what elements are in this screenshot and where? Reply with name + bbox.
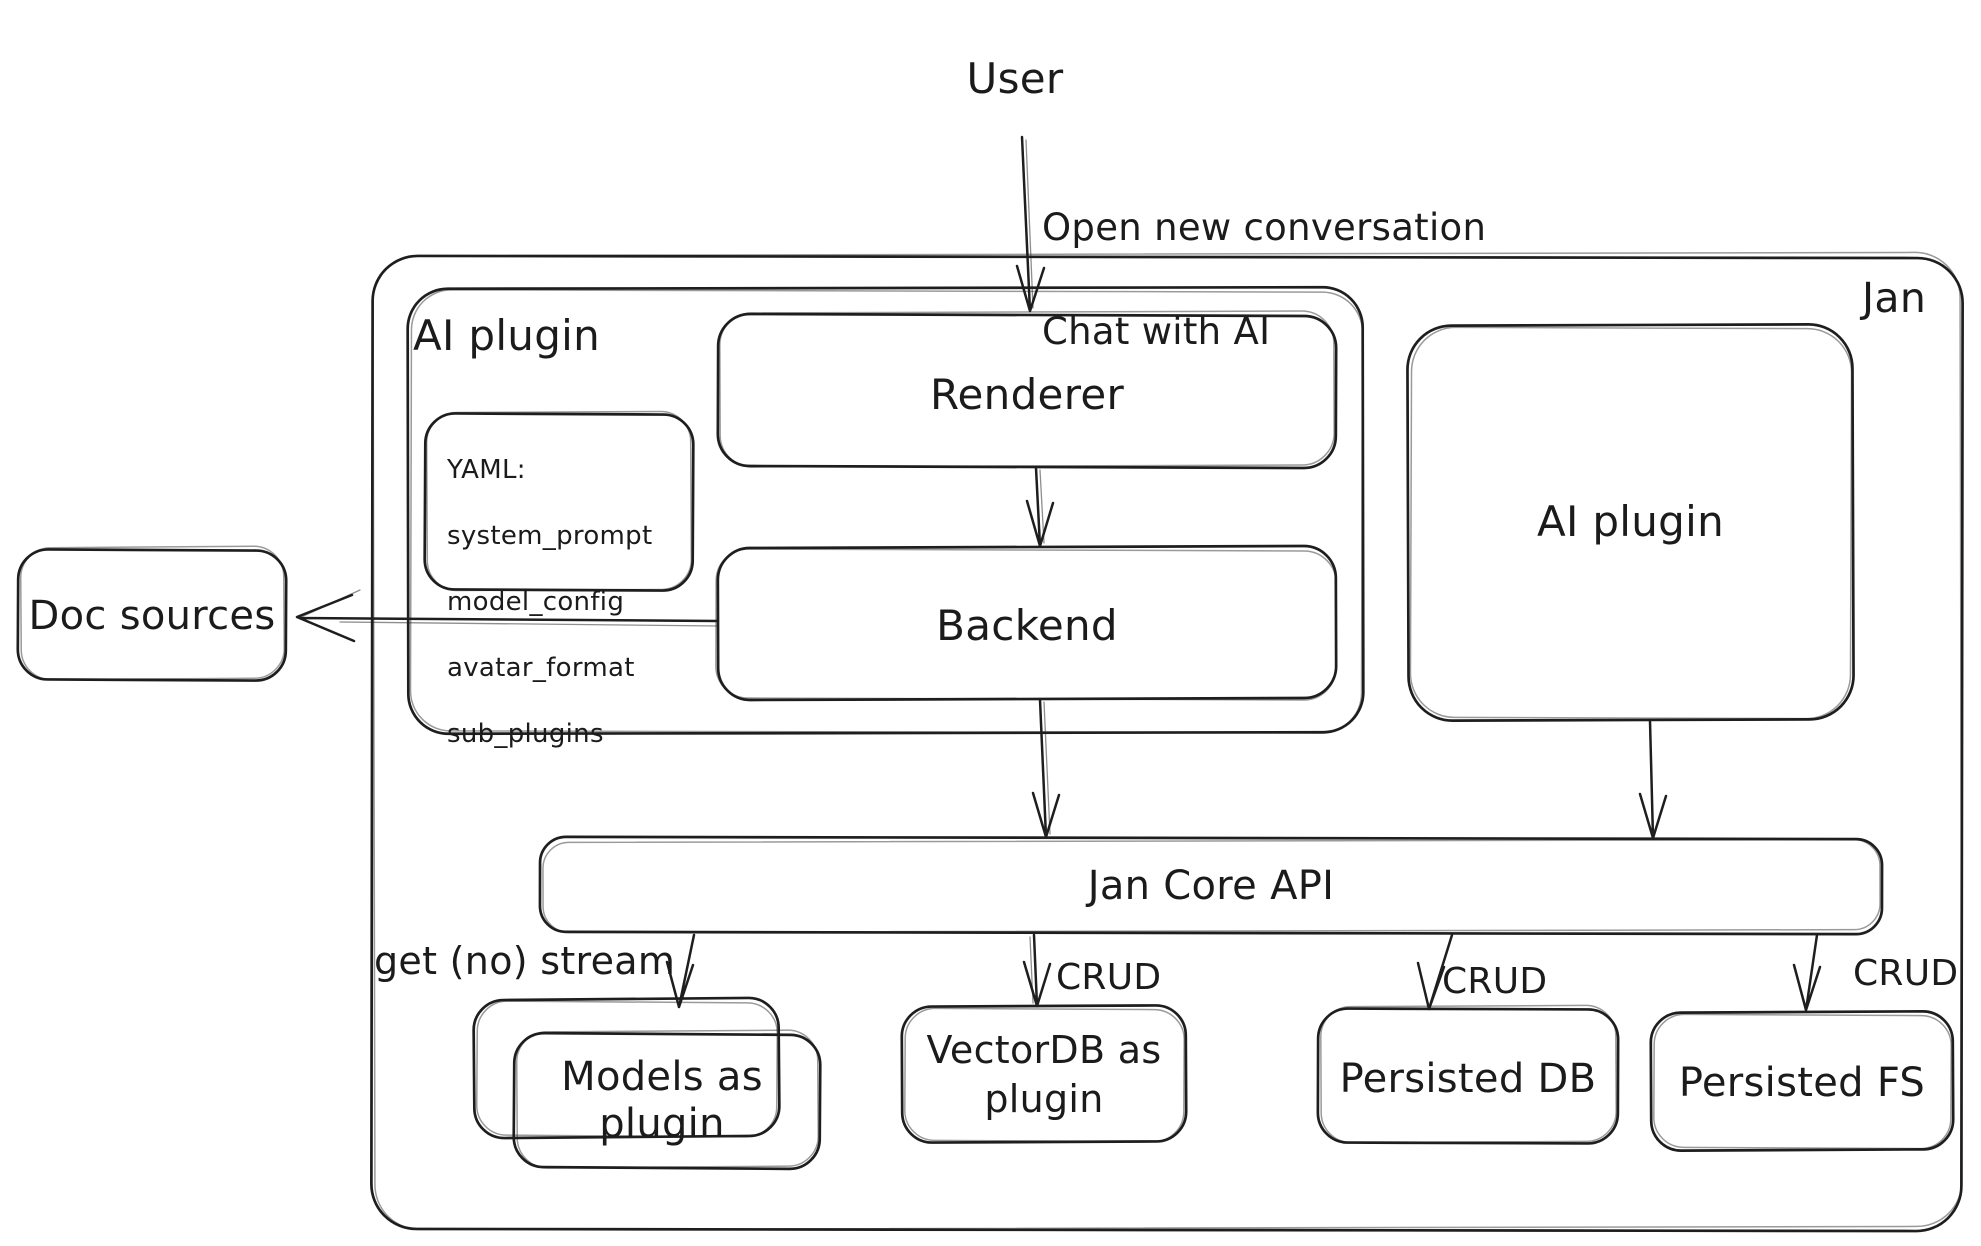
persisted-fs-box-outline [1649,1010,1955,1152]
get-no-stream-edge-label: get (no) stream [374,939,676,983]
models-box-front-outline-double [515,1029,819,1169]
persisted-db-box-outline-double [1320,1004,1617,1144]
yaml-note-text: YAML: system_prompt model_config avatar_… [447,421,652,784]
ai-plugin-left-label: AI plugin [413,311,601,360]
models-box-back-outline [472,996,781,1140]
yaml-note-line: model_config [447,587,625,617]
crud-edge-label-persisted-fs: CRUD [1853,953,1959,994]
yaml-note-line: sub_plugins [447,719,604,749]
backend-box-outline-double [715,548,1337,701]
doc-sources-box-outline-double [19,545,285,681]
renderer-box-outline-double [719,310,1335,468]
edge-api-to-vectordb-double [1029,936,1034,1004]
jan-box-outline-double [372,251,1963,1231]
persisted-db-node-label: Persisted DB [1339,1056,1597,1102]
jan-container-label: Jan [1862,274,1927,322]
edge-backend-to-api-double [1043,701,1051,835]
persisted-fs-box-outline-double [1653,1013,1952,1150]
edge-backend-to-api [1031,698,1061,839]
edge-renderer-to-backend [1025,466,1055,548]
renderer-box-outline [716,312,1338,470]
edge-user-to-renderer-double [1025,139,1034,309]
persisted-db-box-outline [1316,1007,1620,1145]
edge-api-to-persisted-db [1416,933,1454,1011]
models-as-plugin-node-label: Models as plugin [561,1054,763,1147]
models-box-front-outline [512,1031,822,1171]
yaml-note-box-outline-double [425,410,693,592]
yaml-note-box-outline [423,412,695,592]
ai-plugin-right-box-outline-double [1409,326,1853,720]
jan-core-api-node-label: Jan Core API [1087,863,1335,909]
vectordb-box-outline [900,1004,1188,1144]
vectordb-as-plugin-node-label: VectorDB as plugin [926,1028,1162,1121]
persisted-fs-node-label: Persisted FS [1678,1060,1926,1106]
vectordb-box-outline-double [904,1007,1185,1143]
backend-node-label: Backend [936,601,1118,650]
user-edge-label-line: Chat with AI [1042,310,1271,353]
jan-box-outline [370,254,1964,1233]
ai-plugin-right-label: AI plugin [1536,497,1725,546]
models-box-back-outline-double [475,1000,778,1138]
renderer-node-label: Renderer [929,370,1125,419]
yaml-note-line: YAML: [447,455,526,485]
jan-core-api-box-outline-double [542,838,1881,934]
edge-api-to-persisted-fs [1792,933,1822,1012]
user-edge-label: Open new conversation Chat with AI [1042,150,1486,410]
ai-plugin-right-box-outline [1406,323,1855,722]
backend-box-outline [716,544,1338,702]
ai-plugin-left-box-outline [406,285,1365,736]
crud-edge-label-vectordb: CRUD [1056,957,1162,998]
edge-user-to-renderer [1015,135,1046,313]
edge-ai-plugin-right-to-api [1638,719,1668,840]
edge-api-to-vectordb [1022,933,1052,1008]
edge-backend-to-doc-sources-double [298,589,719,627]
doc-sources-box-outline [16,548,288,682]
yaml-note-line: avatar_format [447,653,635,683]
jan-core-api-box-outline [538,835,1884,936]
ai-plugin-left-box-outline-double [409,289,1364,734]
user-edge-label-line: Open new conversation [1042,206,1487,249]
doc-sources-node-label: Doc sources [28,593,276,639]
edge-api-to-models [665,933,696,1009]
user-node-label: User [966,54,1064,103]
crud-edge-label-persisted-db: CRUD [1442,961,1548,1002]
edge-renderer-to-backend-double [1039,469,1045,544]
yaml-note-line: system_prompt [447,521,653,551]
